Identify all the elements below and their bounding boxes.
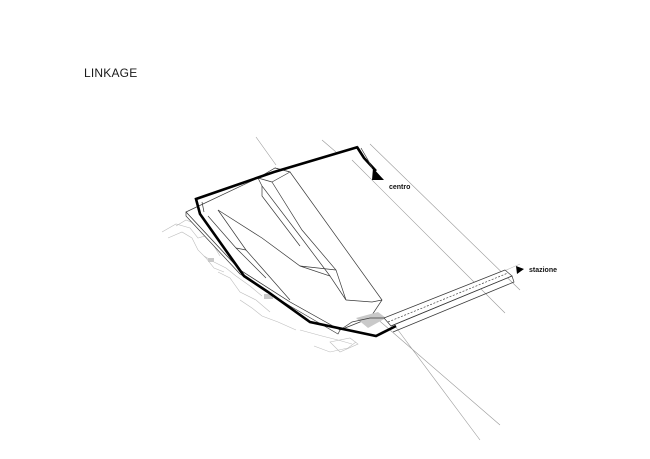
building-block [185,167,388,335]
arrow-down-right-icon [372,168,384,180]
context-footprints [161,219,359,353]
arrow-right-icon [516,266,524,274]
diagram-title: LINKAGE [84,66,137,80]
linkage-path [194,145,397,338]
label-stazione: stazione [529,267,557,274]
label-centro: centro [389,184,410,191]
stazione-walkway [383,269,515,333]
